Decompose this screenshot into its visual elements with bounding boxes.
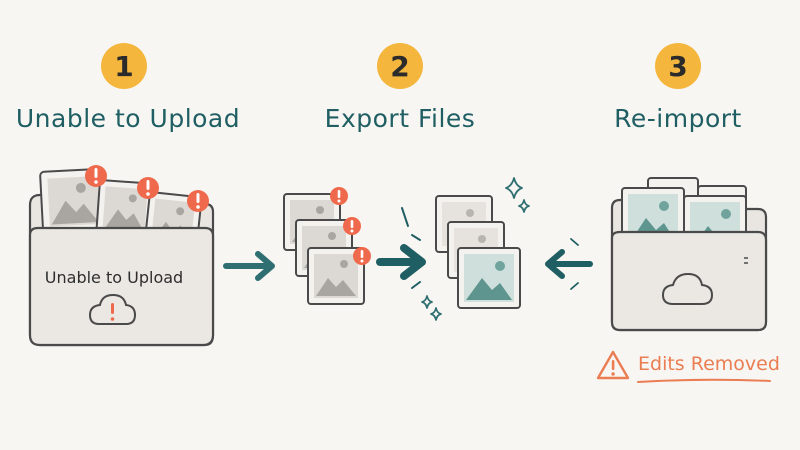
folder3-icon [610, 177, 768, 332]
exclamation-badge-icon [330, 187, 348, 205]
exclamation-badge-icon [187, 190, 209, 212]
warning-underline [637, 378, 771, 383]
exclamation-badge-icon [353, 247, 371, 265]
step-2-title: Export Files [324, 104, 476, 133]
step-3-badge: 3 [655, 43, 701, 89]
exclamation-badge-icon [85, 165, 107, 187]
arrow-left-icon [545, 238, 593, 290]
folder1-label: Unable to Upload [45, 268, 183, 287]
step-3-title: Re-import [614, 104, 742, 133]
sparkle-icon [421, 177, 530, 321]
cloud-warning-icon [88, 293, 137, 325]
exclamation-badge-icon [343, 217, 361, 235]
exclamation-badge-icon [137, 177, 159, 199]
exported-photos-error [283, 187, 371, 305]
photo-error-2 [95, 179, 155, 243]
arrow-right-icon [223, 251, 275, 281]
edits-removed-warning: Edits Removed [594, 346, 784, 386]
warning-label: Edits Removed [638, 353, 780, 375]
step-2-badge: 2 [377, 43, 423, 89]
exported-photos-clean [435, 195, 521, 309]
arrow-right-icon [376, 207, 426, 289]
step-1-title: Unable to Upload [15, 104, 241, 133]
warning-triangle-icon [596, 350, 630, 380]
folder1-icon: Unable to Upload [28, 165, 215, 347]
cloud-icon [661, 272, 714, 305]
step-1-badge: 1 [101, 43, 147, 89]
